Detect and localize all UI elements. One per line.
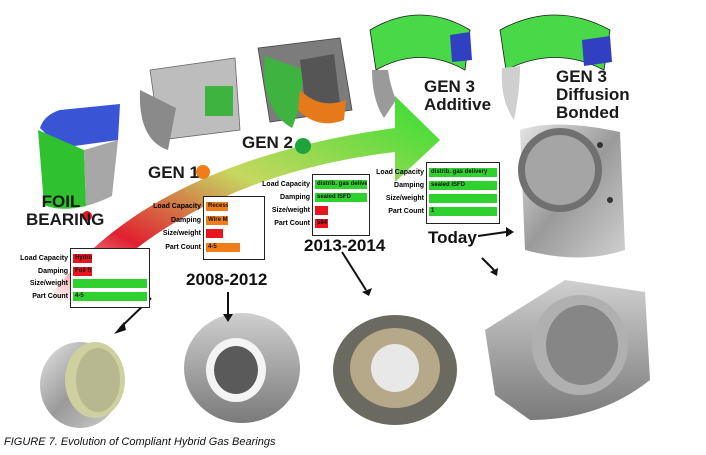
metric-row-load: Load Capacity Recess — [153, 201, 264, 213]
metric-row-parts: Part Count 4-5 — [165, 242, 264, 254]
gen3-diffusion-render — [499, 14, 612, 120]
metric-row-load: Load Capacity distrib. gas delivery — [262, 179, 369, 191]
metric-row-load: Load Capacity distrib. gas delivery — [376, 167, 499, 179]
metric-label: Part Count — [32, 292, 68, 300]
figure-caption: FIGURE 7. Evolution of Compliant Hybrid … — [4, 436, 276, 448]
label-gen3-diffusion: GEN 3 Diffusion Bonded — [556, 67, 630, 122]
gen1-bearing-photo — [184, 313, 300, 423]
metric-bar — [315, 206, 328, 215]
metric-row-size: Size/weight — [386, 193, 499, 205]
metric-label: Damping — [171, 216, 201, 224]
label-foil-bearing: FOIL BEARING — [26, 192, 105, 229]
metric-label: Part Count — [388, 208, 424, 215]
metric-label: Load Capacity — [262, 181, 310, 188]
label-gen2: GEN 2 — [242, 133, 294, 152]
metric-bar: sealed ISFD — [315, 193, 367, 202]
gen1-bearing-render — [139, 57, 241, 150]
metric-row-damping: Damping Wire Mesh — [171, 215, 264, 227]
gen3-photo-top — [518, 124, 625, 258]
metric-bar: distrib. gas delivery — [315, 180, 367, 189]
metric-bar: Recess — [206, 202, 229, 211]
metric-label: Load Capacity — [153, 203, 201, 210]
metric-label: Damping — [38, 267, 68, 275]
foil-dot — [82, 211, 92, 221]
gen2-bearing-render — [257, 37, 353, 128]
gen2-bearing-photo — [333, 315, 457, 425]
metric-bar: sealed ISFD — [429, 181, 497, 190]
metric-label: Part Count — [274, 220, 310, 227]
metric-row-parts: Part Count 584 — [274, 218, 369, 230]
metric-label: Size/weight — [271, 207, 310, 214]
metric-bar: 4-5 — [206, 242, 240, 252]
label-gen1: GEN 1 — [148, 163, 200, 182]
metric-bar — [206, 229, 223, 238]
metric-bar — [73, 279, 147, 288]
metric-label: Size/weight — [385, 195, 424, 202]
metric-row-damping: Damping sealed ISFD — [394, 180, 499, 192]
metric-row-damping: Damping sealed ISFD — [280, 192, 369, 204]
metric-row-damping: Damping Foil friction — [38, 266, 149, 278]
metric-label: Load Capacity — [20, 255, 68, 262]
metric-bar — [429, 194, 497, 203]
metric-row-parts: Part Count 1 — [388, 206, 499, 218]
metric-bar: Foil friction — [73, 266, 92, 276]
metric-row-size: Size/weight — [30, 278, 149, 290]
gen3-additive-render — [369, 14, 472, 118]
label-gen3-additive: GEN 3 Additive — [424, 77, 492, 114]
metric-row-load: Load Capacity Hydro. only — [20, 253, 149, 265]
metric-bar: distrib. gas delivery — [429, 168, 497, 177]
metric-row-parts: Part Count 4-5 — [32, 291, 149, 303]
year-today: Today — [428, 228, 477, 247]
metric-label: Load Capacity — [376, 169, 424, 176]
year-gen1: 2008-2012 — [186, 270, 268, 289]
metric-label: Size/weight — [29, 280, 68, 287]
gen2-dot — [295, 138, 311, 154]
year-gen2: 2013-2014 — [304, 236, 386, 255]
gen2-metrics-card: Load Capacity distrib. gas deliveryDampin… — [262, 174, 370, 236]
foil-bearing-photo — [40, 342, 125, 428]
metric-label: Damping — [280, 194, 310, 201]
metric-label: Damping — [394, 182, 424, 189]
metric-label: Part Count — [165, 243, 201, 251]
metric-row-size: Size/weight — [272, 205, 369, 217]
metric-bar: 4-5 — [73, 291, 147, 301]
metric-bar: 584 — [315, 219, 328, 228]
metric-bar: 1 — [429, 207, 497, 216]
gen3-photo-bottom — [485, 280, 650, 420]
foil-bearing-render — [38, 104, 120, 209]
pointer-arrowheads — [114, 227, 514, 334]
metric-label: Size/weight — [162, 230, 201, 237]
gen1-dot — [196, 165, 210, 179]
metric-row-size: Size/weight — [163, 228, 264, 240]
metric-bar: Wire Mesh — [206, 215, 229, 225]
foil-metrics-card: Load Capacity Hydro. onlyDamping Foil fric… — [20, 248, 150, 308]
metric-bar: Hydro. only — [73, 254, 92, 263]
